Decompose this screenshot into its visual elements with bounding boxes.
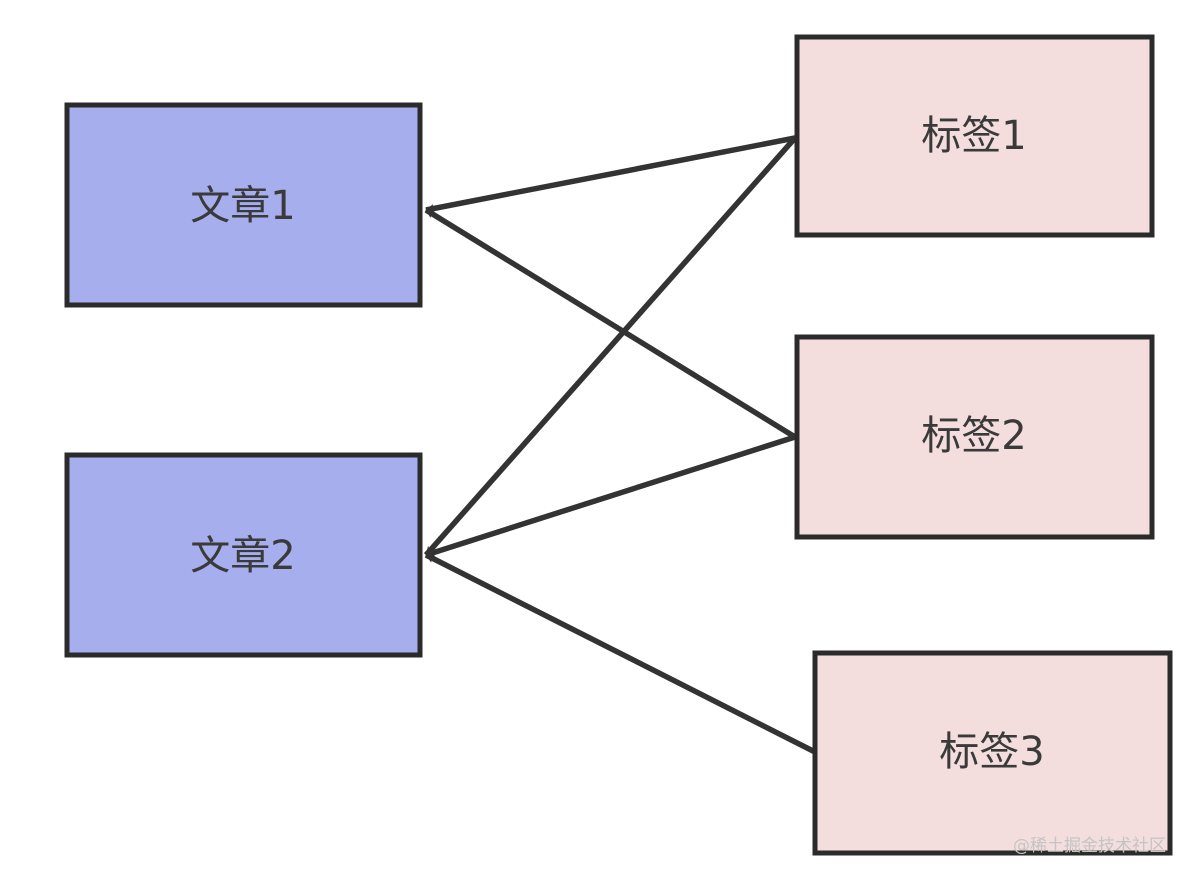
edge-tag2-to-article2 [425, 434, 796, 558]
article-box-1-label: 文章1 [190, 183, 295, 229]
article-box-2: 文章2 [64, 452, 423, 658]
tag-box-2: 标签2 [794, 334, 1155, 540]
tag-box-1: 标签1 [794, 34, 1155, 238]
watermark-text: @稀土掘金技术社区 [1013, 836, 1166, 856]
edges [423, 135, 817, 755]
tag-box-1-label: 标签1 [921, 113, 1026, 159]
article-box-2-rect [64, 452, 423, 658]
edge-tag2-to-article1 [424, 207, 797, 440]
article-box-1: 文章1 [64, 102, 423, 308]
edge-tag1-to-article2 [423, 136, 798, 557]
article-box-1-rect [64, 102, 423, 308]
tag-box-2-label: 标签2 [921, 413, 1026, 459]
edge-tag3-to-article2 [424, 552, 817, 755]
tag-box-3: 标签3 [812, 650, 1173, 856]
edge-tag1-to-article1 [425, 135, 796, 213]
tag-box-3-rect [812, 650, 1173, 856]
tag-box-3-label: 标签3 [939, 729, 1044, 775]
tag-box-2-rect [794, 334, 1155, 540]
tag-box-1-rect [794, 34, 1155, 238]
article-box-2-label: 文章2 [190, 533, 295, 579]
